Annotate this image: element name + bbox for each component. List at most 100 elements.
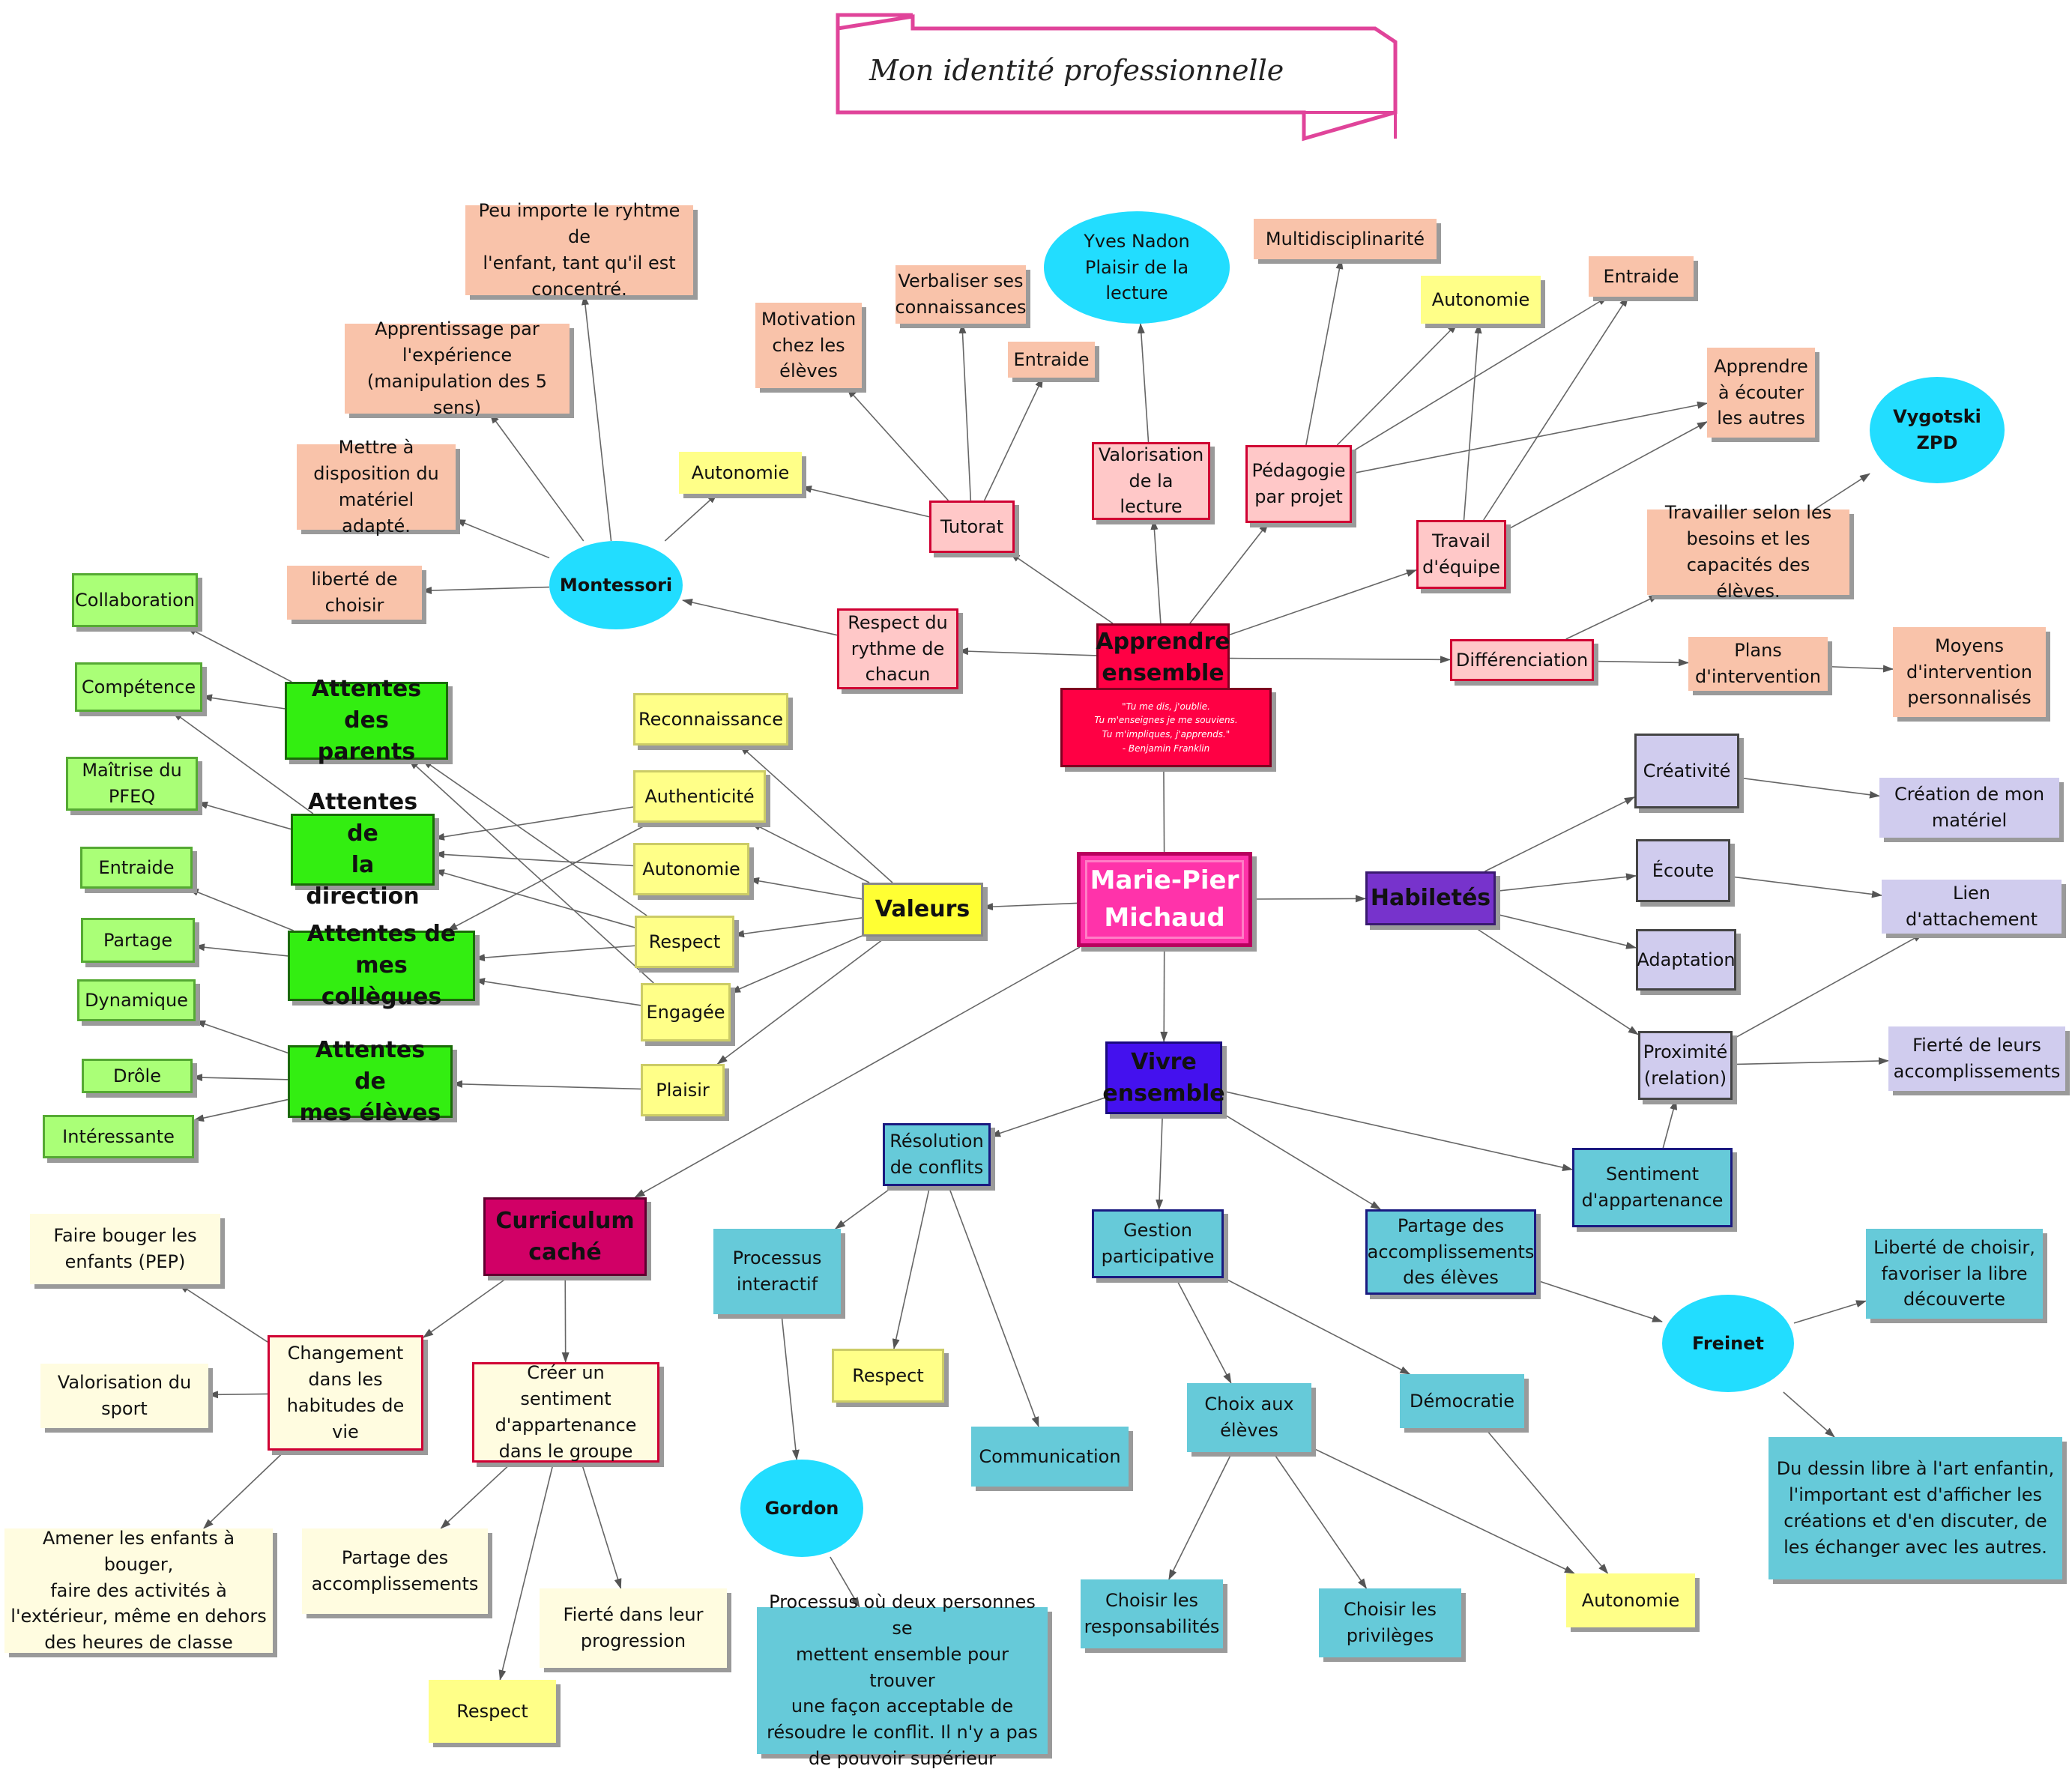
edge-att_parents-competence [202, 697, 285, 709]
montessori-cloud[interactable]: Montessori [549, 541, 683, 629]
fierte-accomplissements-node[interactable]: Fierté de leurs accomplissements [1888, 1026, 2065, 1091]
peu-importe-rythme-node[interactable]: Peu importe le ryhtme de l'enfant, tant … [465, 205, 693, 295]
edge-apprendre-pedagogie [1190, 523, 1269, 623]
edge-changement-faire_bouger [179, 1284, 268, 1342]
valorisation-sport-node[interactable]: Valorisation du sport [40, 1364, 208, 1428]
differenciation-node[interactable]: Différenciation [1450, 639, 1594, 681]
pedagogie-projet-node[interactable]: Pédagogie par projet [1245, 445, 1352, 523]
entraide-green-node[interactable]: Entraide [80, 847, 193, 889]
creativite-node[interactable]: Créativité [1634, 734, 1739, 808]
autonomie-valeur-node[interactable]: Autonomie [633, 843, 749, 895]
partage-accomplissements-eleves-node[interactable]: Partage des accomplissements des élèves [1365, 1209, 1536, 1295]
tutorat-node[interactable]: Tutorat [929, 501, 1015, 553]
curriculum-cache-node[interactable]: Curriculum caché [483, 1197, 647, 1276]
attentes-direction-node[interactable]: Attentes de la direction [291, 814, 435, 886]
creation-materiel-node[interactable]: Création de mon matériel [1879, 778, 2059, 838]
respect-rythme-node[interactable]: Respect du rythme de chacun [837, 608, 958, 689]
gordon-cloud[interactable]: Gordon [740, 1460, 863, 1557]
travail-equipe-node[interactable]: Travail d'équipe [1416, 520, 1506, 589]
plans-intervention-node[interactable]: Plans d'intervention [1688, 637, 1828, 691]
partage-curriculum-node[interactable]: Partage des accomplissements [302, 1528, 488, 1614]
respect-valeur-node[interactable]: Respect [635, 916, 734, 968]
reconnaissance-node[interactable]: Reconnaissance [633, 693, 788, 746]
multidisciplinarite-node[interactable]: Multidisciplinarité [1254, 219, 1437, 259]
partage-green-node[interactable]: Partage [81, 918, 195, 963]
maitrise-pfeq-node[interactable]: Maîtrise du PFEQ [66, 757, 198, 811]
edge-ecoute-lien [1730, 877, 1882, 895]
edge-gestion-choix [1176, 1278, 1231, 1383]
liberte-choisir-node[interactable]: liberté de choisir [287, 566, 422, 620]
gestion-participative-node[interactable]: Gestion participative [1092, 1209, 1224, 1278]
plaisir-node[interactable]: Plaisir [641, 1064, 725, 1116]
sentiment-appartenance-node[interactable]: Sentiment d'appartenance [1572, 1148, 1733, 1227]
edge-authenticite-att_direction [435, 807, 633, 838]
drole-node[interactable]: Drôle [82, 1059, 193, 1093]
engagee-node[interactable]: Engagée [641, 983, 731, 1041]
attentes-parents-node[interactable]: Attentes des parents [285, 682, 448, 760]
entraide-projet-node[interactable]: Entraide [1589, 256, 1694, 297]
choisir-responsabilites-node[interactable]: Choisir les responsabilités [1081, 1579, 1223, 1648]
edge-montessori-peu_importe [585, 295, 611, 541]
faire-bouger-node[interactable]: Faire bouger les enfants (PEP) [30, 1214, 220, 1284]
resolution-conflits-node[interactable]: Résolution de conflits [883, 1123, 991, 1186]
gordon-description-node[interactable]: Processus où deux personnes se mettent e… [757, 1607, 1048, 1754]
liberte-freinet-node[interactable]: Liberté de choisir, favoriser la libre d… [1866, 1229, 2043, 1319]
changement-habitudes-node[interactable]: Changement dans les habitudes de vie [268, 1335, 423, 1451]
valeurs-node[interactable]: Valeurs [862, 883, 983, 937]
travailler-selon-besoins-node[interactable]: Travailler selon les besoins et les capa… [1647, 509, 1849, 595]
entraide-tutorat-node[interactable]: Entraide [1008, 342, 1095, 378]
creer-sentiment-node[interactable]: Créer un sentiment d'appartenance dans l… [472, 1362, 659, 1463]
yves-nadon-cloud[interactable]: Yves Nadon Plaisir de la lecture [1044, 211, 1230, 324]
edge-vivre-partage_acc [1222, 1113, 1380, 1209]
edge-habiletes-adaptation [1496, 914, 1636, 948]
competence-node[interactable]: Compétence [75, 662, 202, 712]
vivre-ensemble-node[interactable]: Vivre ensemble [1105, 1041, 1222, 1114]
proximite-node[interactable]: Proximité (relation) [1638, 1031, 1733, 1100]
dynamique-node[interactable]: Dynamique [77, 979, 196, 1021]
amener-enfants-bouger-node[interactable]: Amener les enfants à bouger, faire des a… [4, 1528, 273, 1653]
respect-curriculum-node[interactable]: Respect [429, 1680, 556, 1743]
attentes-collegues-node[interactable]: Attentes de mes collègues [288, 931, 475, 1001]
authenticite-node[interactable]: Authenticité [633, 770, 766, 823]
choisir-privileges-node[interactable]: Choisir les privilèges [1319, 1588, 1461, 1657]
respect-resolution-node[interactable]: Respect [832, 1349, 944, 1403]
lien-attachement-node[interactable]: Lien d'attachement [1882, 880, 2062, 934]
motivation-node[interactable]: Motivation chez les élèves [755, 303, 862, 388]
adaptation-node[interactable]: Adaptation [1636, 929, 1736, 991]
habiletes-node[interactable]: Habiletés [1365, 871, 1496, 925]
autonomie-projet-node[interactable]: Autonomie [1421, 276, 1541, 324]
edge-tutorat-autonomie_m [802, 487, 929, 517]
apprendre-ensemble-node[interactable]: Apprendre ensemble [1096, 623, 1230, 692]
communication-node[interactable]: Communication [971, 1427, 1129, 1487]
choix-eleves-node[interactable]: Choix aux élèves [1187, 1383, 1311, 1452]
edge-valeurs-autonomie_v [749, 880, 862, 899]
fierte-progression-node[interactable]: Fierté dans leur progression [540, 1588, 727, 1668]
edge-valeurs-engagee [731, 936, 862, 993]
center-node[interactable]: Marie-Pier Michaud [1077, 852, 1252, 947]
edge-valorisation_lecture-nadon [1141, 324, 1149, 442]
attentes-eleves-node[interactable]: Attentes de mes élèves [288, 1045, 453, 1118]
dessin-libre-node[interactable]: Du dessin libre à l'art enfantin, l'impo… [1769, 1437, 2062, 1579]
verbaliser-node[interactable]: Verbaliser ses connaissances [895, 265, 1026, 324]
moyens-intervention-node[interactable]: Moyens d'intervention personnalisés [1893, 627, 2046, 717]
freinet-cloud[interactable]: Freinet [1662, 1295, 1794, 1392]
edge-apprendre-tutorat [1010, 553, 1113, 623]
valorisation-lecture-node[interactable]: Valorisation de la lecture [1092, 442, 1210, 520]
vygotski-cloud[interactable]: Vygotski ZPD [1870, 377, 2005, 483]
autonomie-choix-node[interactable]: Autonomie [1566, 1573, 1695, 1627]
edge-vivre-gestion [1159, 1114, 1163, 1209]
apprendre-ecouter-node[interactable]: Apprendre à écouter les autres [1707, 348, 1815, 438]
franklin-quote: "Tu me dis, j'oublie. Tu m'enseignes je … [1060, 688, 1272, 767]
materiel-adapte-node[interactable]: Mettre à disposition du matériel adapté. [297, 444, 456, 530]
ecoute-node[interactable]: Écoute [1636, 839, 1730, 902]
processus-interactif-node[interactable]: Processus interactif [713, 1229, 841, 1314]
edge-montessori-materiel [456, 519, 549, 557]
edge-apprendre-differenciation [1230, 659, 1450, 660]
edge-choix-autonomie_c [1311, 1448, 1574, 1573]
edge-changement-amener [204, 1451, 286, 1528]
autonomie-montessori-node[interactable]: Autonomie [679, 452, 802, 494]
interessante-node[interactable]: Intéressante [43, 1115, 194, 1158]
democratie-node[interactable]: Démocratie [1400, 1374, 1524, 1428]
apprentissage-experience-node[interactable]: Apprentissage par l'expérience (manipula… [345, 324, 570, 414]
collaboration-node[interactable]: Collaboration [72, 573, 198, 627]
